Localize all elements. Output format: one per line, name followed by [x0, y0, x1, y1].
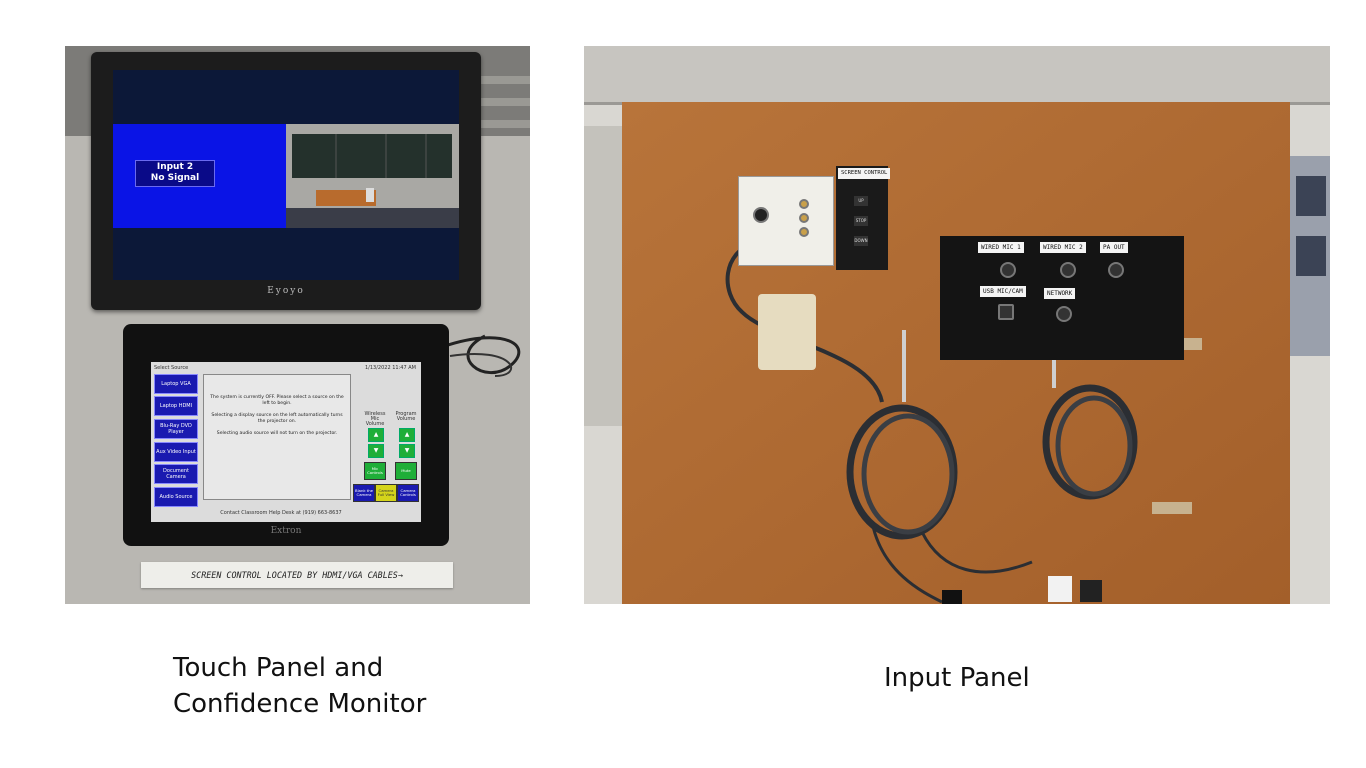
signal-input-label: Input 2 — [156, 162, 194, 172]
room-camera-view — [286, 124, 459, 228]
wireless-mic-volume-label: Wireless Mic Volume — [364, 411, 386, 427]
arrow-up-icon: ▲ — [404, 431, 410, 438]
mic-volume-up-button[interactable]: ▲ — [368, 428, 384, 442]
wired-mic-2-jack[interactable] — [1060, 262, 1076, 278]
network-jack[interactable] — [1056, 306, 1072, 322]
help-desk-label: Contact Classroom Help Desk at (919) 663… — [220, 510, 342, 516]
arrow-up-icon: ▲ — [373, 431, 379, 438]
touch-panel-photo: Input 2 No Signal Eyoyo Sel — [65, 46, 530, 604]
screen-down-button[interactable]: DOWN — [854, 236, 868, 246]
source-laptop-hdmi-button[interactable]: Laptop HDMI — [154, 396, 198, 416]
hdmi-vga-port[interactable] — [753, 207, 769, 223]
source-bluray-button[interactable]: Blu-Ray DVD Player — [154, 419, 198, 439]
source-audio-button[interactable]: Audio Source — [154, 487, 198, 507]
datetime-label: 1/13/2022 11:47 AM — [365, 365, 416, 371]
screen-up-button[interactable]: UP — [854, 196, 868, 206]
screen-control-label-strip: SCREEN CONTROL LOCATED BY HDMI/VGA CABLE… — [141, 562, 453, 588]
wall-plate-av — [738, 176, 834, 266]
program-volume-label: Program Volume — [395, 411, 417, 422]
select-source-label: Select Source — [154, 365, 189, 371]
rca-jack-1[interactable] — [799, 199, 809, 209]
message-line-3: Selecting audio source will not turn on … — [216, 431, 338, 436]
network-box — [758, 294, 816, 370]
wired-mic-2-tag: WIRED MIC 2 — [1040, 242, 1086, 253]
podium-front: SCREEN CONTROL UP STOP DOWN WIRED MIC 1 … — [622, 102, 1290, 604]
wired-mic-1-tag: WIRED MIC 1 — [978, 242, 1024, 253]
touch-panel-brand: Extron — [270, 526, 302, 536]
network-tag: NETWORK — [1044, 288, 1076, 299]
caption-touch-panel: Touch Panel and Confidence Monitor — [173, 653, 427, 719]
screen-stop-button[interactable]: STOP — [854, 216, 868, 226]
message-line-2: Selecting a display source on the left a… — [211, 413, 343, 424]
arrow-down-icon: ▼ — [373, 447, 379, 454]
rca-jack-3[interactable] — [799, 227, 809, 237]
message-line-1: The system is currently OFF. Please sele… — [210, 395, 344, 406]
system-off-message: The system is currently OFF. Please sele… — [203, 374, 351, 500]
input-panel-photo: SCREEN CONTROL UP STOP DOWN WIRED MIC 1 … — [584, 46, 1330, 604]
camera-full-view-button[interactable]: Camera Full View — [375, 484, 397, 502]
mic-volume-down-button[interactable]: ▼ — [368, 444, 384, 458]
arrow-down-icon: ▼ — [404, 447, 410, 454]
counter-top — [584, 46, 1330, 105]
mic-controls-button[interactable]: Mic Controls — [364, 462, 386, 480]
usb-port[interactable] — [998, 304, 1014, 320]
input-blue-area: Input 2 No Signal — [113, 124, 286, 228]
signal-status-label: No Signal — [150, 173, 200, 183]
pa-out-jack[interactable] — [1108, 262, 1124, 278]
audio-input-panel: WIRED MIC 1 WIRED MIC 2 PA OUT USB MIC/C… — [940, 236, 1184, 360]
confidence-monitor: Input 2 No Signal Eyoyo — [91, 52, 481, 310]
program-volume-down-button[interactable]: ▼ — [399, 444, 415, 458]
touch-panel-screen: Select Source 1/13/2022 11:47 AM Laptop … — [151, 362, 421, 522]
source-laptop-vga-button[interactable]: Laptop VGA — [154, 374, 198, 394]
source-document-camera-button[interactable]: Document Camera — [154, 464, 198, 484]
pa-out-tag: PA OUT — [1100, 242, 1128, 253]
mute-button[interactable]: Mute — [395, 462, 417, 480]
program-volume-up-button[interactable]: ▲ — [399, 428, 415, 442]
usb-mic-cam-tag: USB MIC/CAM — [980, 286, 1026, 297]
caption-input-panel: Input Panel — [884, 663, 1030, 693]
rca-jack-2[interactable] — [799, 213, 809, 223]
wired-mic-1-jack[interactable] — [1000, 262, 1016, 278]
monitor-brand: Eyoyo — [267, 286, 305, 296]
signal-status-box: Input 2 No Signal — [135, 160, 215, 187]
source-aux-video-button[interactable]: Aux Video Input — [154, 442, 198, 462]
monitor-screen: Input 2 No Signal — [113, 70, 459, 280]
screen-control-panel: SCREEN CONTROL UP STOP DOWN — [836, 166, 891, 270]
camera-controls-button[interactable]: Camera Controls — [397, 484, 419, 502]
touch-panel: Select Source 1/13/2022 11:47 AM Laptop … — [123, 324, 449, 546]
blank-camera-button[interactable]: Blank the Camera — [353, 484, 375, 502]
screen-control-tag: SCREEN CONTROL — [838, 168, 891, 179]
